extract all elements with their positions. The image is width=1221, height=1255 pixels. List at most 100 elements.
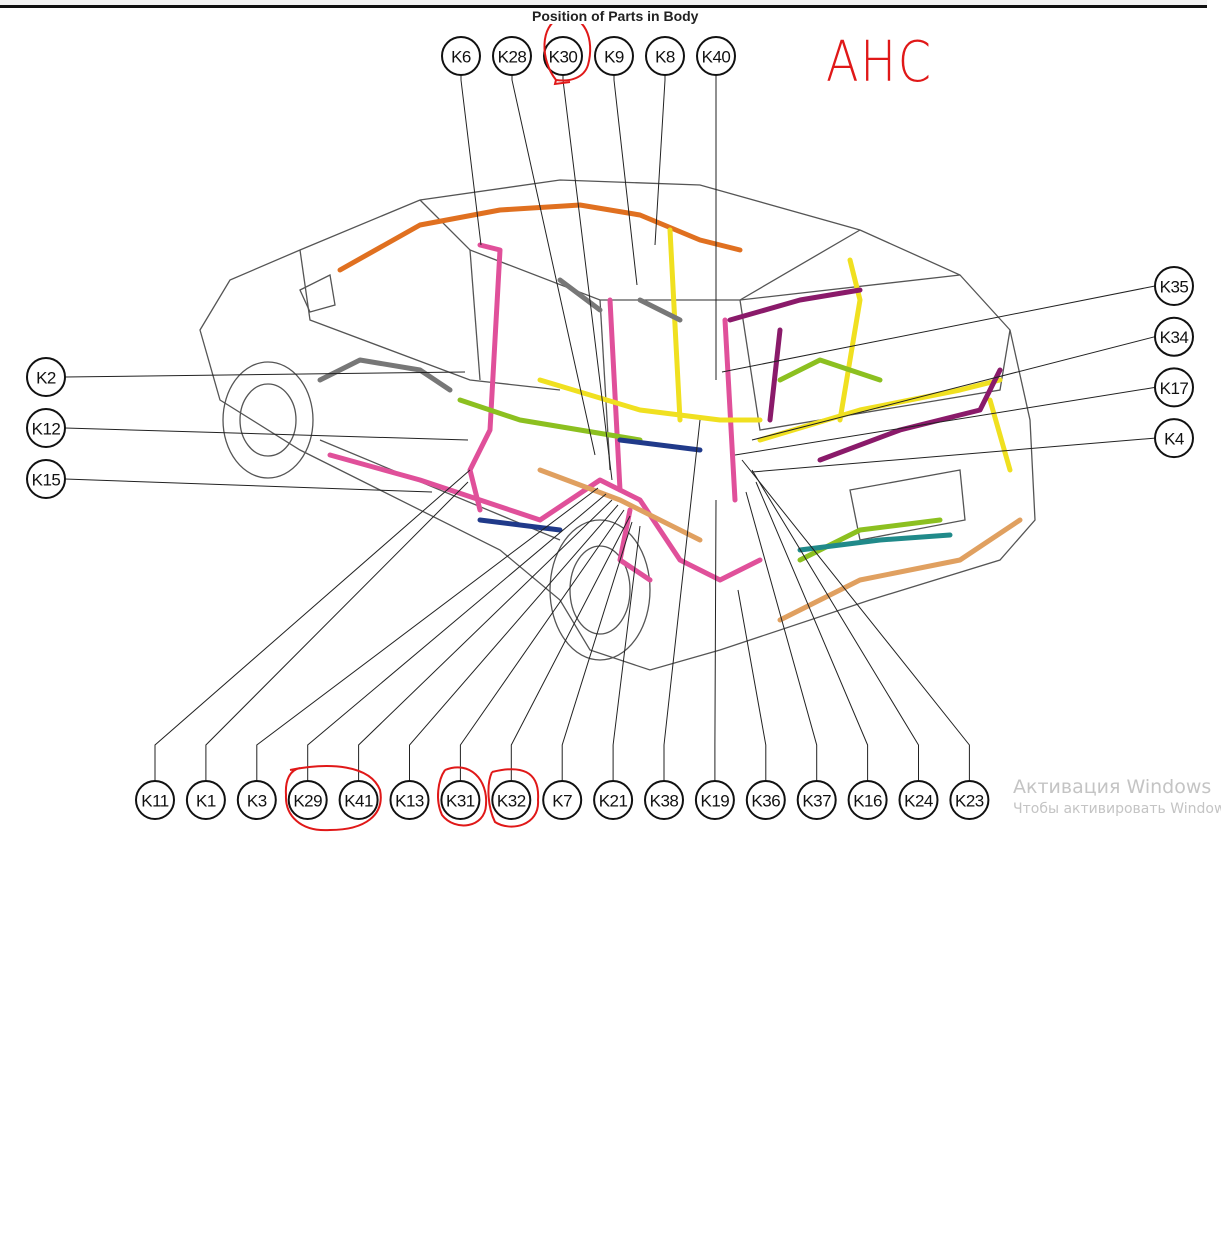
connector-label: K40 <box>702 48 731 67</box>
connector-label: K3 <box>247 792 267 811</box>
connector-label: K30 <box>549 48 578 67</box>
connector-label: K6 <box>451 48 471 67</box>
leader-line-k12 <box>64 427 469 441</box>
leader-line-k23 <box>741 459 970 781</box>
connector-label: K2 <box>36 369 56 388</box>
connector-callout-k34[interactable]: K34 <box>1154 316 1194 357</box>
leader-line-k13 <box>409 504 619 781</box>
activation-watermark-title: Активация Windows <box>1013 776 1212 798</box>
leader-line-k3 <box>256 487 599 781</box>
connector-callout-k41[interactable]: K41 <box>338 780 379 820</box>
connector-label: K29 <box>293 792 322 811</box>
connector-callout-k28[interactable]: K28 <box>492 36 532 76</box>
connector-label: K23 <box>955 792 984 811</box>
connector-callout-k24[interactable]: K24 <box>898 780 939 820</box>
connector-callout-k4[interactable]: K4 <box>1154 418 1194 459</box>
connector-label: K8 <box>655 48 675 67</box>
connector-callout-k13[interactable]: K13 <box>389 780 430 820</box>
connector-callout-k7[interactable]: K7 <box>542 780 583 820</box>
leader-line-k8 <box>654 75 666 246</box>
leader-line-k36 <box>737 589 767 781</box>
connector-callout-k29[interactable]: K29 <box>287 780 328 820</box>
front-wheel <box>222 361 314 479</box>
connector-label: K7 <box>552 792 572 811</box>
leader-line-k29 <box>307 493 607 781</box>
connector-label: K38 <box>650 792 679 811</box>
wire-harness <box>317 202 1023 623</box>
vehicle-outline <box>199 179 1036 671</box>
connector-label: K16 <box>853 792 882 811</box>
connector-label: K17 <box>1160 379 1189 398</box>
leader-line-k41 <box>358 499 613 781</box>
leader-line-k7 <box>561 521 633 781</box>
leader-line-k21 <box>612 525 641 781</box>
page-header-bar <box>0 0 1207 8</box>
connector-label: K37 <box>802 792 831 811</box>
connector-callout-k38[interactable]: K38 <box>644 780 684 820</box>
highlight-mark-k31 <box>437 766 488 827</box>
connector-callout-k40[interactable]: K40 <box>696 36 736 76</box>
handwritten-annotation: AHC <box>826 30 933 95</box>
connector-callout-k19[interactable]: K19 <box>694 780 735 820</box>
leader-line-k37 <box>745 491 818 781</box>
connector-label: K12 <box>32 420 61 439</box>
connector-callout-k32[interactable]: K32 <box>491 780 532 820</box>
highlight-mark-k32 <box>487 768 540 828</box>
leader-line-k16 <box>755 481 869 781</box>
leader-line-k38 <box>663 419 701 781</box>
leader-line-k24 <box>751 469 919 781</box>
connector-callout-k36[interactable]: K36 <box>745 780 786 820</box>
leader-line-k1 <box>205 481 469 781</box>
leader-line-k11 <box>154 469 471 781</box>
connector-callout-k37[interactable]: K37 <box>796 780 837 820</box>
leader-line-k15 <box>64 478 433 493</box>
connector-callout-k31[interactable]: K31 <box>440 780 481 820</box>
leader-line-k2 <box>64 371 466 378</box>
leader-line-k31 <box>459 509 625 781</box>
rear-wheel <box>549 519 651 661</box>
connector-label: K32 <box>497 792 526 811</box>
connector-label: K21 <box>599 792 628 811</box>
leader-line-k28 <box>511 75 596 456</box>
connector-label: K11 <box>141 792 169 811</box>
highlight-mark-k29-k41 <box>284 765 382 832</box>
connector-callout-k12[interactable]: K12 <box>26 408 66 448</box>
page-title: Position of Parts in Body <box>530 8 701 24</box>
connector-callout-k21[interactable]: K21 <box>593 780 634 820</box>
connector-label: K15 <box>32 471 61 490</box>
activation-watermark-subtitle: Чтобы активировать Windows <box>1013 801 1221 817</box>
connector-callout-k9[interactable]: K9 <box>594 36 634 76</box>
connector-label: K41 <box>344 792 373 811</box>
connector-callout-k8[interactable]: K8 <box>645 36 685 76</box>
connector-callout-k2[interactable]: K2 <box>26 357 66 397</box>
leader-line-k35 <box>721 285 1156 373</box>
highlight-mark-k30 <box>543 16 592 86</box>
leader-line-k19 <box>714 499 717 781</box>
connector-label: K35 <box>1160 278 1189 297</box>
connector-label: K9 <box>604 48 624 67</box>
connector-callout-k16[interactable]: K16 <box>847 780 888 820</box>
leader-line-k6 <box>460 75 482 246</box>
connector-label: K24 <box>904 792 933 811</box>
leader-line-k4 <box>751 437 1156 473</box>
connector-callout-k15[interactable]: K15 <box>26 459 66 499</box>
connector-callout-k17[interactable]: K17 <box>1154 367 1194 408</box>
connector-label: K1 <box>196 792 216 811</box>
connector-callout-k23[interactable]: K23 <box>949 780 990 820</box>
connector-label: K34 <box>1160 328 1189 347</box>
connector-callout-k6[interactable]: K6 <box>441 36 481 76</box>
connector-callout-k3[interactable]: K3 <box>236 780 277 820</box>
connector-label: K36 <box>751 792 780 811</box>
leader-line-k9 <box>613 75 638 286</box>
connector-label: K13 <box>395 792 424 811</box>
leader-line-k32 <box>510 515 631 781</box>
leader-line-k17 <box>734 386 1156 456</box>
connector-callout-k35[interactable]: K35 <box>1154 266 1194 306</box>
connector-label: K28 <box>498 48 527 67</box>
connector-label: K31 <box>446 792 475 811</box>
connector-callout-k30[interactable]: K30 <box>543 36 583 76</box>
connector-callout-k11[interactable]: K11 <box>135 780 175 820</box>
connector-callout-k1[interactable]: K1 <box>185 780 226 820</box>
connector-label: K4 <box>1164 430 1184 449</box>
